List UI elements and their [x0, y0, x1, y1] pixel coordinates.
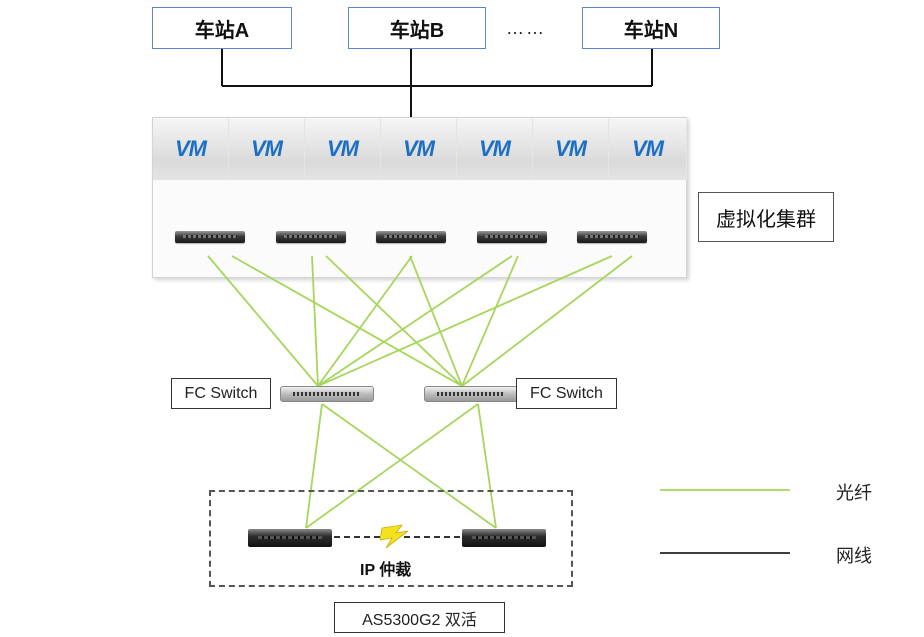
vm-label: VM — [403, 136, 435, 161]
active-active-storage-group — [209, 490, 573, 587]
fc-switch-right-icon — [424, 386, 518, 402]
cluster-label-text: 虚拟化集群 — [716, 208, 816, 231]
vm-label: VM — [479, 136, 511, 161]
lightning-icon — [379, 524, 409, 549]
ip-arbitration-label: IP 仲裁 — [360, 562, 412, 579]
rack-server-icon — [477, 231, 547, 243]
rack-server-icon — [376, 231, 446, 243]
station-a-box: 车站A — [152, 7, 292, 49]
vm-label: VM — [632, 136, 664, 161]
vm-tile: VM — [305, 118, 381, 180]
fc-switch-right-label: FC Switch — [530, 384, 603, 402]
vm-label: VM — [327, 136, 359, 161]
fc-switch-left-icon — [280, 386, 374, 402]
cluster-label: 虚拟化集群 — [698, 192, 834, 242]
rack-server-icon — [276, 231, 346, 243]
fc-switch-right-label-box: FC Switch — [516, 378, 617, 409]
legend-network-label: 网线 — [836, 546, 872, 566]
vm-tile: VM — [609, 118, 687, 180]
fc-switch-left-label-box: FC Switch — [171, 378, 271, 409]
fc-switch-left-label: FC Switch — [184, 384, 258, 402]
station-a-label: 车站A — [194, 19, 250, 42]
station-n-label: 车站N — [623, 19, 679, 42]
vm-label: VM — [555, 136, 587, 161]
virtualization-cluster: VM VM VM VM VM VM VM — [152, 117, 687, 278]
storage-label: AS5300G2 双活 — [362, 611, 477, 629]
station-n-box: 车站N — [582, 7, 720, 49]
vm-tile: VM — [229, 118, 305, 180]
storage-label-box: AS5300G2 双活 — [334, 602, 505, 633]
vm-label: VM — [251, 136, 283, 161]
rack-server-icon — [175, 231, 245, 243]
station-b-label: 车站B — [389, 19, 445, 42]
vm-tile: VM — [381, 118, 457, 180]
vm-tile: VM — [457, 118, 533, 180]
vm-tile: VM — [533, 118, 609, 180]
storage-array-left-icon — [248, 529, 332, 547]
rack-server-icon — [577, 231, 647, 243]
vm-tile: VM — [153, 118, 229, 180]
legend-fiber-label: 光纤 — [836, 483, 872, 503]
station-ellipsis: …… — [506, 18, 546, 38]
vm-label: VM — [175, 136, 207, 161]
storage-array-right-icon — [462, 529, 546, 547]
station-b-box: 车站B — [348, 7, 486, 49]
